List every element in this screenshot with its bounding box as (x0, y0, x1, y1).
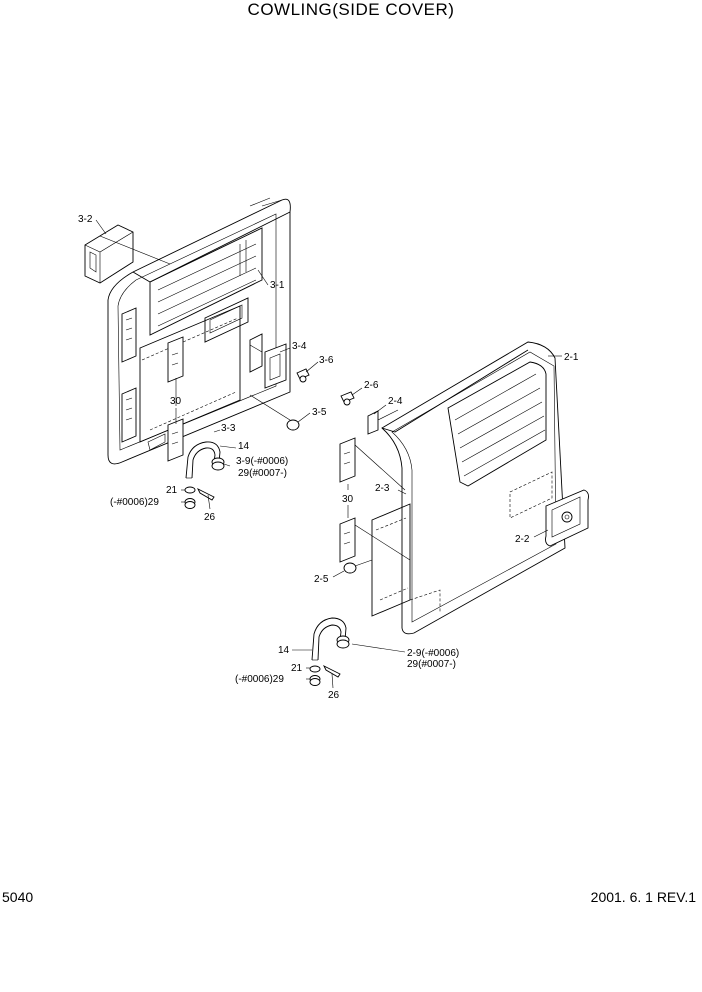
leader-lines (95, 219, 562, 689)
callout-21-left: 21 (166, 485, 178, 496)
callout-29-left-range: 29(#0007-) (238, 468, 287, 479)
callout-2-2: 2-2 (515, 534, 530, 545)
callout-3-6: 3-6 (319, 355, 334, 366)
callout-2-4: 2-4 (388, 396, 403, 407)
part-30-shim-right (339, 437, 411, 563)
callout-30-left: 30 (170, 396, 182, 407)
right-small-parts (309, 635, 350, 686)
callout-2-6: 2-6 (364, 380, 379, 391)
callout-labels: 3-2 3-1 3-4 3-6 3-5 30 3-3 14 3-9(-#0006… (78, 214, 579, 701)
part-30-shim-left (167, 336, 184, 462)
callout-29-left: (-#0006)29 (110, 497, 159, 508)
part-2-4-bracket (367, 409, 399, 435)
callout-3-3: 3-3 (221, 423, 236, 434)
part-14-handle-left (185, 441, 221, 479)
callout-26-left: 26 (204, 512, 216, 523)
callout-2-1: 2-1 (564, 352, 579, 363)
left-side-cover (107, 197, 291, 465)
part-2-6-bolt (340, 391, 355, 406)
part-2-5-button (343, 559, 373, 574)
callout-2-3: 2-3 (375, 483, 390, 494)
left-small-parts (184, 457, 225, 509)
callout-2-5: 2-5 (314, 574, 329, 585)
page-number: 5040 (2, 889, 34, 905)
part-3-6-bolt (296, 368, 310, 383)
callout-3-9: 3-9(-#0006) (236, 456, 288, 467)
callout-3-5: 3-5 (312, 407, 327, 418)
callout-26-right: 26 (328, 690, 340, 701)
callout-29-right-range: 29(#0007-) (407, 659, 456, 670)
callout-3-2: 3-2 (78, 214, 93, 225)
part-14-handle-right (311, 617, 347, 661)
callout-14-right: 14 (278, 645, 290, 656)
page-title: COWLING(SIDE COVER) (247, 0, 455, 19)
callout-3-1: 3-1 (270, 280, 285, 291)
part-3-4-catch (249, 343, 287, 389)
callout-2-9: 2-9(-#0006) (407, 648, 459, 659)
callout-14-left: 14 (238, 441, 250, 452)
revision-date: 2001. 6. 1 REV.1 (590, 889, 696, 905)
callout-30-right: 30 (342, 494, 354, 505)
callout-3-4: 3-4 (292, 341, 307, 352)
callout-21-right: 21 (291, 663, 303, 674)
part-3-2-vent-box (84, 224, 171, 284)
part-3-5-button (249, 394, 300, 431)
callout-29-right: (-#0006)29 (235, 674, 284, 685)
right-side-cover (371, 341, 589, 635)
